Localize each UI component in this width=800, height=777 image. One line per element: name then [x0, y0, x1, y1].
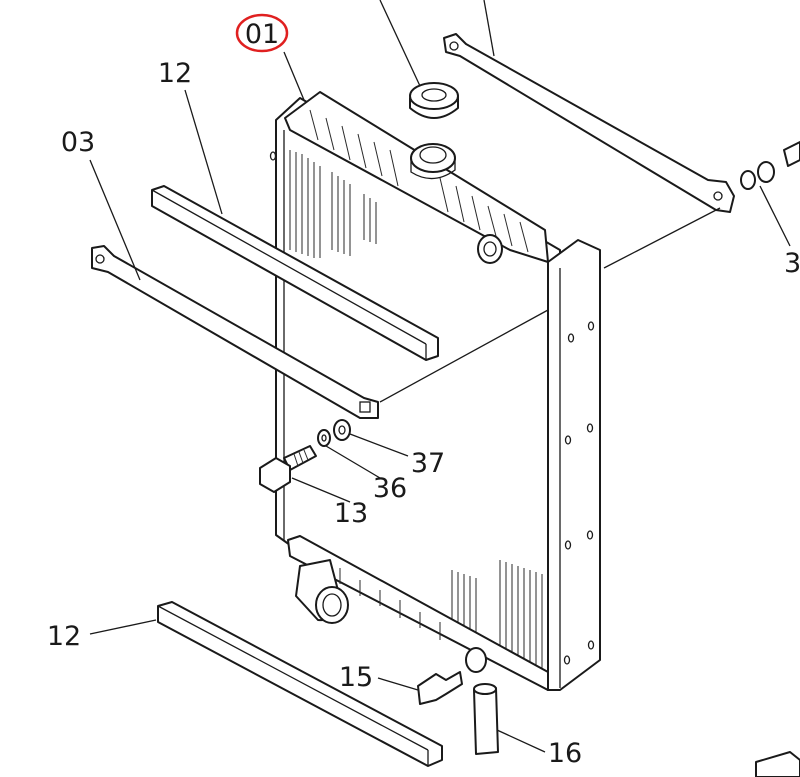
- bolt-13: [259, 445, 317, 493]
- stay-rod-upper: [443, 33, 735, 213]
- washer-37: [333, 419, 351, 441]
- partial-part: [755, 751, 800, 777]
- radiator-core: [269, 91, 601, 691]
- callout-12-upper: 12: [158, 58, 192, 89]
- callout-01: 01: [245, 19, 279, 50]
- callout-36: 36: [373, 473, 407, 504]
- callout-3-partial: 3: [784, 248, 800, 279]
- highlight-circle: [235, 13, 289, 53]
- leader-lines: [89, 0, 791, 753]
- radiator-cap: [409, 82, 459, 119]
- callout-labels: 01 12 03 37 36 13 12 15 16 3: [47, 13, 800, 769]
- hose-16: [473, 683, 499, 755]
- washers-right: [740, 141, 800, 190]
- bar-12-upper: [151, 185, 439, 361]
- drain-cock-15: [417, 671, 463, 705]
- callout-15: 15: [339, 662, 373, 693]
- callout-37: 37: [411, 448, 445, 479]
- stay-rod-03: [91, 245, 379, 419]
- callout-13: 13: [334, 498, 368, 529]
- callout-16: 16: [548, 738, 582, 769]
- washer-36: [317, 429, 331, 447]
- callout-03: 03: [61, 127, 95, 158]
- bar-12-lower: [157, 601, 443, 767]
- callout-12-lower: 12: [47, 621, 81, 652]
